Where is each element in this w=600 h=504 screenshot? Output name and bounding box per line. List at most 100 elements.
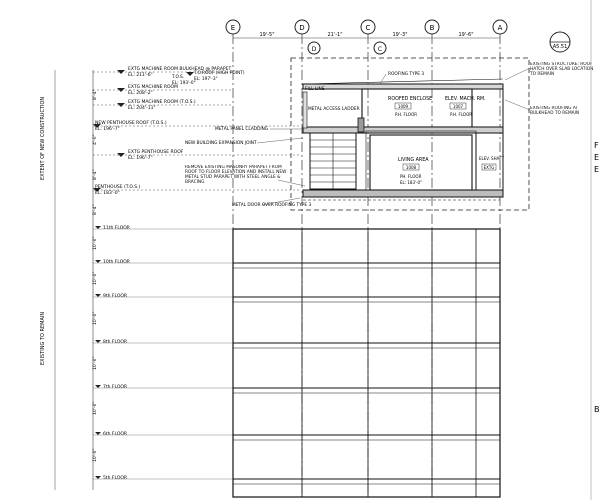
- annotations: ROOFING TYPE 3 T.O.ROOF (HIGH POINT) EL:…: [171, 62, 593, 208]
- svg-text:D: D: [299, 24, 304, 32]
- svg-text:EXTG MACHINE ROOM BULKHEAD @ P: EXTG MACHINE ROOM BULKHEAD @ PARAPET: [128, 66, 231, 72]
- level-markers: EXTG MACHINE ROOM BULKHEAD @ PARAPET EL:…: [93, 66, 300, 196]
- grid-bubble: D: [294, 19, 310, 35]
- grid-bubble: A: [492, 19, 508, 35]
- room-labels: ROOFED ENCLOSE 1009 P.H. FLOOR ELEV. MAC…: [388, 96, 505, 185]
- height-dim: 10'-0": [92, 356, 98, 370]
- svg-text:5th FLOOR: 5th FLOOR: [103, 475, 127, 481]
- svg-text:ELEV. SHAFT: ELEV. SHAFT: [479, 156, 505, 161]
- grid-bubble: E: [225, 19, 241, 35]
- dim-span: 19'-3": [392, 32, 407, 38]
- svg-text:EL: 208'-2": EL: 208'-2": [128, 90, 153, 96]
- svg-text:A: A: [498, 24, 503, 32]
- height-dim: 10'-0": [92, 271, 98, 285]
- grid-bubble: B: [424, 19, 440, 35]
- height-dim: 8'-4": [92, 169, 98, 180]
- room-label: LIVING AREA 1008 PH. FLOOR EL: 183'-0": [398, 157, 429, 185]
- floor-marker: 5th FLOOR: [93, 475, 233, 481]
- height-dim: 8'-4": [92, 89, 98, 100]
- dim-span: 19'-6": [458, 32, 473, 38]
- room-label: ELEV. MACH. RM. 1007 P.H. FLOOR: [445, 96, 486, 117]
- grid-bubble: C: [360, 19, 376, 35]
- svg-text:NEW PENTHOUSE ROOF (T.O.S.): NEW PENTHOUSE ROOF (T.O.S.): [95, 120, 167, 126]
- svg-text:6th FLOOR: 6th FLOOR: [103, 431, 127, 437]
- note-metal-cap: METAL ACCESS LADDER: [308, 106, 360, 112]
- svg-text:E: E: [594, 165, 599, 174]
- svg-text:LIVING AREA: LIVING AREA: [398, 157, 429, 163]
- svg-text:B: B: [594, 405, 600, 414]
- room-label: ROOFED ENCLOSE 1009 P.H. FLOOR: [388, 96, 432, 117]
- grid-bubbles: E D C B A D C A5.51: [225, 19, 571, 55]
- svg-text:EL: 183'-0": EL: 183'-0": [95, 190, 120, 196]
- height-dim: 10'-0": [92, 311, 98, 325]
- svg-text:EL: 196'-7": EL: 196'-7": [128, 155, 153, 161]
- svg-text:A5.51: A5.51: [553, 44, 568, 50]
- floor-marker: 6th FLOOR: [93, 431, 233, 437]
- svg-text:EXTG MACHINE ROOM (T.O.S.): EXTG MACHINE ROOM (T.O.S.): [128, 99, 196, 105]
- height-dim: 8'-4": [92, 204, 98, 215]
- note-new-building: NEW BUILDING EXPANSION JOINT: [185, 140, 257, 146]
- svg-text:10th FLOOR: 10th FLOOR: [103, 259, 130, 265]
- svg-text:ROOFED ENCLOSE: ROOFED ENCLOSE: [388, 96, 432, 102]
- building-facade: [232, 228, 501, 498]
- floor-marker: 11th FLOOR: [93, 225, 233, 231]
- note-topp: T.O.ROOF (HIGH POINT): [193, 70, 245, 76]
- svg-text:PH. FLOOR: PH. FLOOR: [400, 174, 422, 179]
- svg-text:11th FLOOR: 11th FLOOR: [103, 225, 130, 231]
- height-dim: 10'-0": [92, 448, 98, 462]
- note-existing-structure: EXISTING STRUCTURE: ROOF HATCH OVER SLAB…: [530, 62, 593, 77]
- svg-text:1009: 1009: [398, 104, 409, 109]
- note-remove-masonry: REMOVE EXISTING MASONRY PARAPET FROM ROO…: [185, 165, 286, 185]
- zone-label-lower: EXISTING TO REMAIN: [40, 312, 46, 365]
- note-existing-roofing: EXISTING ROOFING AT BULKHEAD TO REMAIN: [530, 106, 579, 116]
- svg-text:EL: 204'-11": EL: 204'-11": [128, 105, 156, 111]
- extent-of-work-boundary: [290, 57, 530, 211]
- floor-markers: 11th FLOOR 10th FLOOR 9th FLOOR 8th FLOO…: [93, 225, 233, 481]
- note-metal-door: METAL DOOR OVER ROOFING TYPE 3: [232, 202, 311, 208]
- svg-text:D: D: [312, 46, 317, 53]
- svg-text:7th FLOOR: 7th FLOOR: [103, 384, 127, 390]
- height-dim: 4'-0": [92, 134, 98, 145]
- zone-label-upper: EXTENT OF NEW CONSTRUCTION: [40, 97, 46, 180]
- note-roofing: ROOFING TYPE 3: [388, 71, 424, 77]
- svg-text:EL: 196'-7": EL: 196'-7": [95, 126, 120, 132]
- svg-text:C: C: [378, 46, 382, 53]
- svg-text:E: E: [231, 24, 235, 32]
- svg-text:EXTG MACHINE ROOM: EXTG MACHINE ROOM: [128, 84, 178, 90]
- height-dims: 8'-4" 4'-0" 8'-4" 8'-4" 10'-0" 10'-0" 10…: [92, 89, 98, 462]
- grid-bubble-sub: D: [307, 41, 321, 55]
- note-toss: T.O.S.: [171, 74, 184, 80]
- floor-marker: 8th FLOOR: [93, 339, 233, 345]
- svg-text:EXTG PENTHOUSE ROOF: EXTG PENTHOUSE ROOF: [128, 149, 184, 155]
- height-dim: 10'-0": [92, 236, 98, 250]
- svg-text:EL: 183'-0": EL: 183'-0": [400, 180, 422, 185]
- height-dim: 10'-0": [92, 401, 98, 415]
- svg-text:C: C: [366, 24, 371, 32]
- dim-span: 21'-1": [327, 32, 342, 38]
- level-marker: NEW PENTHOUSE ROOF (T.O.S.) EL: 196'-7": [93, 120, 300, 132]
- svg-text:9th FLOOR: 9th FLOOR: [103, 293, 127, 299]
- svg-text:EL: 211'-6": EL: 211'-6": [128, 72, 153, 78]
- svg-text:B: B: [430, 24, 435, 32]
- svg-text:P.H. FLOOR: P.H. FLOOR: [395, 112, 417, 117]
- svg-text:P.H. FLOOR: P.H. FLOOR: [450, 112, 472, 117]
- svg-text:EXTG: EXTG: [484, 165, 495, 170]
- note-topp-elev: EL: 197'-3": [194, 76, 218, 82]
- level-marker: EXTG MACHINE ROOM BULKHEAD @ PARAPET EL:…: [93, 66, 233, 78]
- note-toss-elev: EL: 193'-0": [172, 80, 196, 86]
- level-marker: EXTG MACHINE ROOM EL: 208'-2": [93, 84, 233, 96]
- level-marker: PENTHOUSE (T.O.S.) EL: 183'-0": [93, 184, 300, 196]
- floor-marker: 10th FLOOR: [93, 259, 233, 265]
- dim-span: 19'-5": [259, 32, 274, 38]
- note-fill: FILL LINE: [305, 86, 325, 92]
- level-marker: EXTG PENTHOUSE ROOF EL: 196'-7": [93, 149, 300, 161]
- grid-bubble-sub: C: [373, 41, 387, 55]
- svg-text:8th FLOOR: 8th FLOOR: [103, 339, 127, 345]
- penthouse-section: [302, 78, 504, 201]
- svg-text:1007: 1007: [453, 104, 464, 109]
- svg-text:F: F: [594, 141, 599, 150]
- vertical-dimension: [54, 70, 94, 490]
- dimension-string: 19'-5" 21'-1" 19'-3" 19'-6": [233, 32, 500, 39]
- svg-text:E: E: [594, 153, 599, 162]
